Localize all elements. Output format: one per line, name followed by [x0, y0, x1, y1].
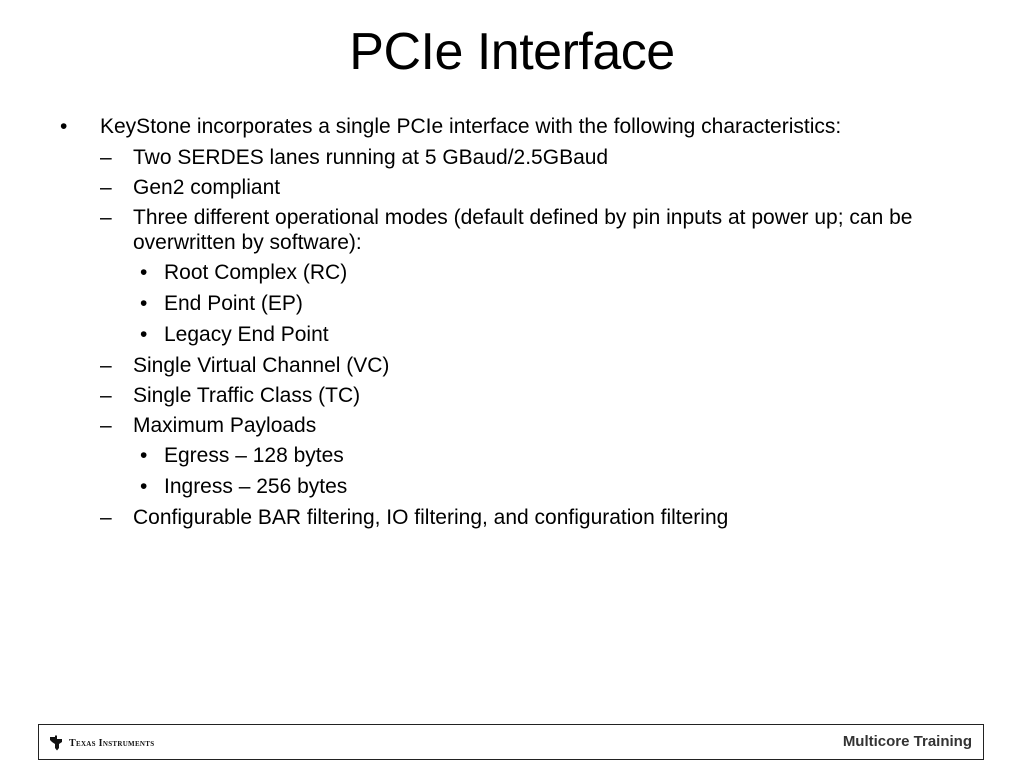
bullet-text: Single Virtual Channel (VC) [133, 354, 390, 377]
bullet-marker: • [140, 292, 148, 315]
bullet-item-level-3: • Ingress – 256 bytes [60, 474, 980, 500]
bullet-text: Single Traffic Class (TC) [133, 384, 361, 407]
bullet-marker: • [140, 475, 148, 498]
bullet-item-level-3: • Root Complex (RC) [60, 260, 980, 286]
texas-instruments-logo-icon [50, 735, 62, 751]
bullet-item-level-3: • Legacy End Point [60, 322, 980, 348]
bullet-text: Ingress – 256 bytes [164, 475, 348, 498]
bullet-marker: – [100, 176, 112, 199]
bullet-text: Maximum Payloads [133, 414, 317, 437]
bullet-text: KeyStone incorporates a single PCIe inte… [100, 115, 842, 138]
bullet-text: Root Complex (RC) [164, 261, 348, 284]
bullet-item-level-2: –Maximum Payloads [60, 413, 980, 438]
ti-logo-text: Texas Instruments [69, 737, 155, 749]
bullet-marker: – [100, 506, 112, 529]
bullet-marker: – [100, 206, 112, 229]
bullet-item-level-2: –Two SERDES lanes running at 5 GBaud/2.5… [60, 145, 980, 170]
bullet-marker: – [100, 354, 112, 377]
bullet-marker: • [140, 261, 148, 284]
slide-title: PCIe Interface [349, 23, 675, 81]
ti-logo: Texas Instruments [49, 734, 154, 752]
bullet-item-level-1: • KeyStone incorporates a single PCIe int… [60, 114, 980, 140]
bullet-item-level-2: –Configurable BAR filtering, IO filterin… [60, 505, 980, 530]
bullet-marker: • [140, 323, 148, 346]
bullet-text: Legacy End Point [164, 323, 329, 346]
bullet-text: Egress – 128 bytes [164, 444, 344, 467]
bullet-marker: – [100, 414, 112, 437]
bullet-marker: • [60, 115, 68, 138]
bullet-item-level-2: –Single Traffic Class (TC) [60, 383, 980, 408]
bullet-text: Two SERDES lanes running at 5 GBaud/2.5G… [133, 146, 609, 169]
bullet-marker: – [100, 384, 112, 407]
bullet-list: • KeyStone incorporates a single PCIe int… [60, 114, 980, 530]
bullet-text: End Point (EP) [164, 292, 303, 315]
bullet-marker: – [100, 146, 112, 169]
bullet-item-level-2: –Gen2 compliant [60, 175, 980, 200]
bullet-text: Gen2 compliant [133, 176, 281, 199]
footer-bar: Texas Instruments Multicore Training [38, 724, 984, 760]
bullet-item-level-3: • Egress – 128 bytes [60, 443, 980, 469]
bullet-text: Three different operational modes (defau… [133, 206, 913, 254]
footer-training-label: Multicore Training [842, 733, 972, 750]
bullet-text: Configurable BAR filtering, IO filtering… [133, 506, 729, 529]
bullet-item-level-3: • End Point (EP) [60, 291, 980, 317]
bullet-item-level-2: –Single Virtual Channel (VC) [60, 353, 980, 378]
bullet-item-level-2: –Three different operational modes (defa… [60, 205, 980, 255]
bullet-marker: • [140, 444, 148, 467]
